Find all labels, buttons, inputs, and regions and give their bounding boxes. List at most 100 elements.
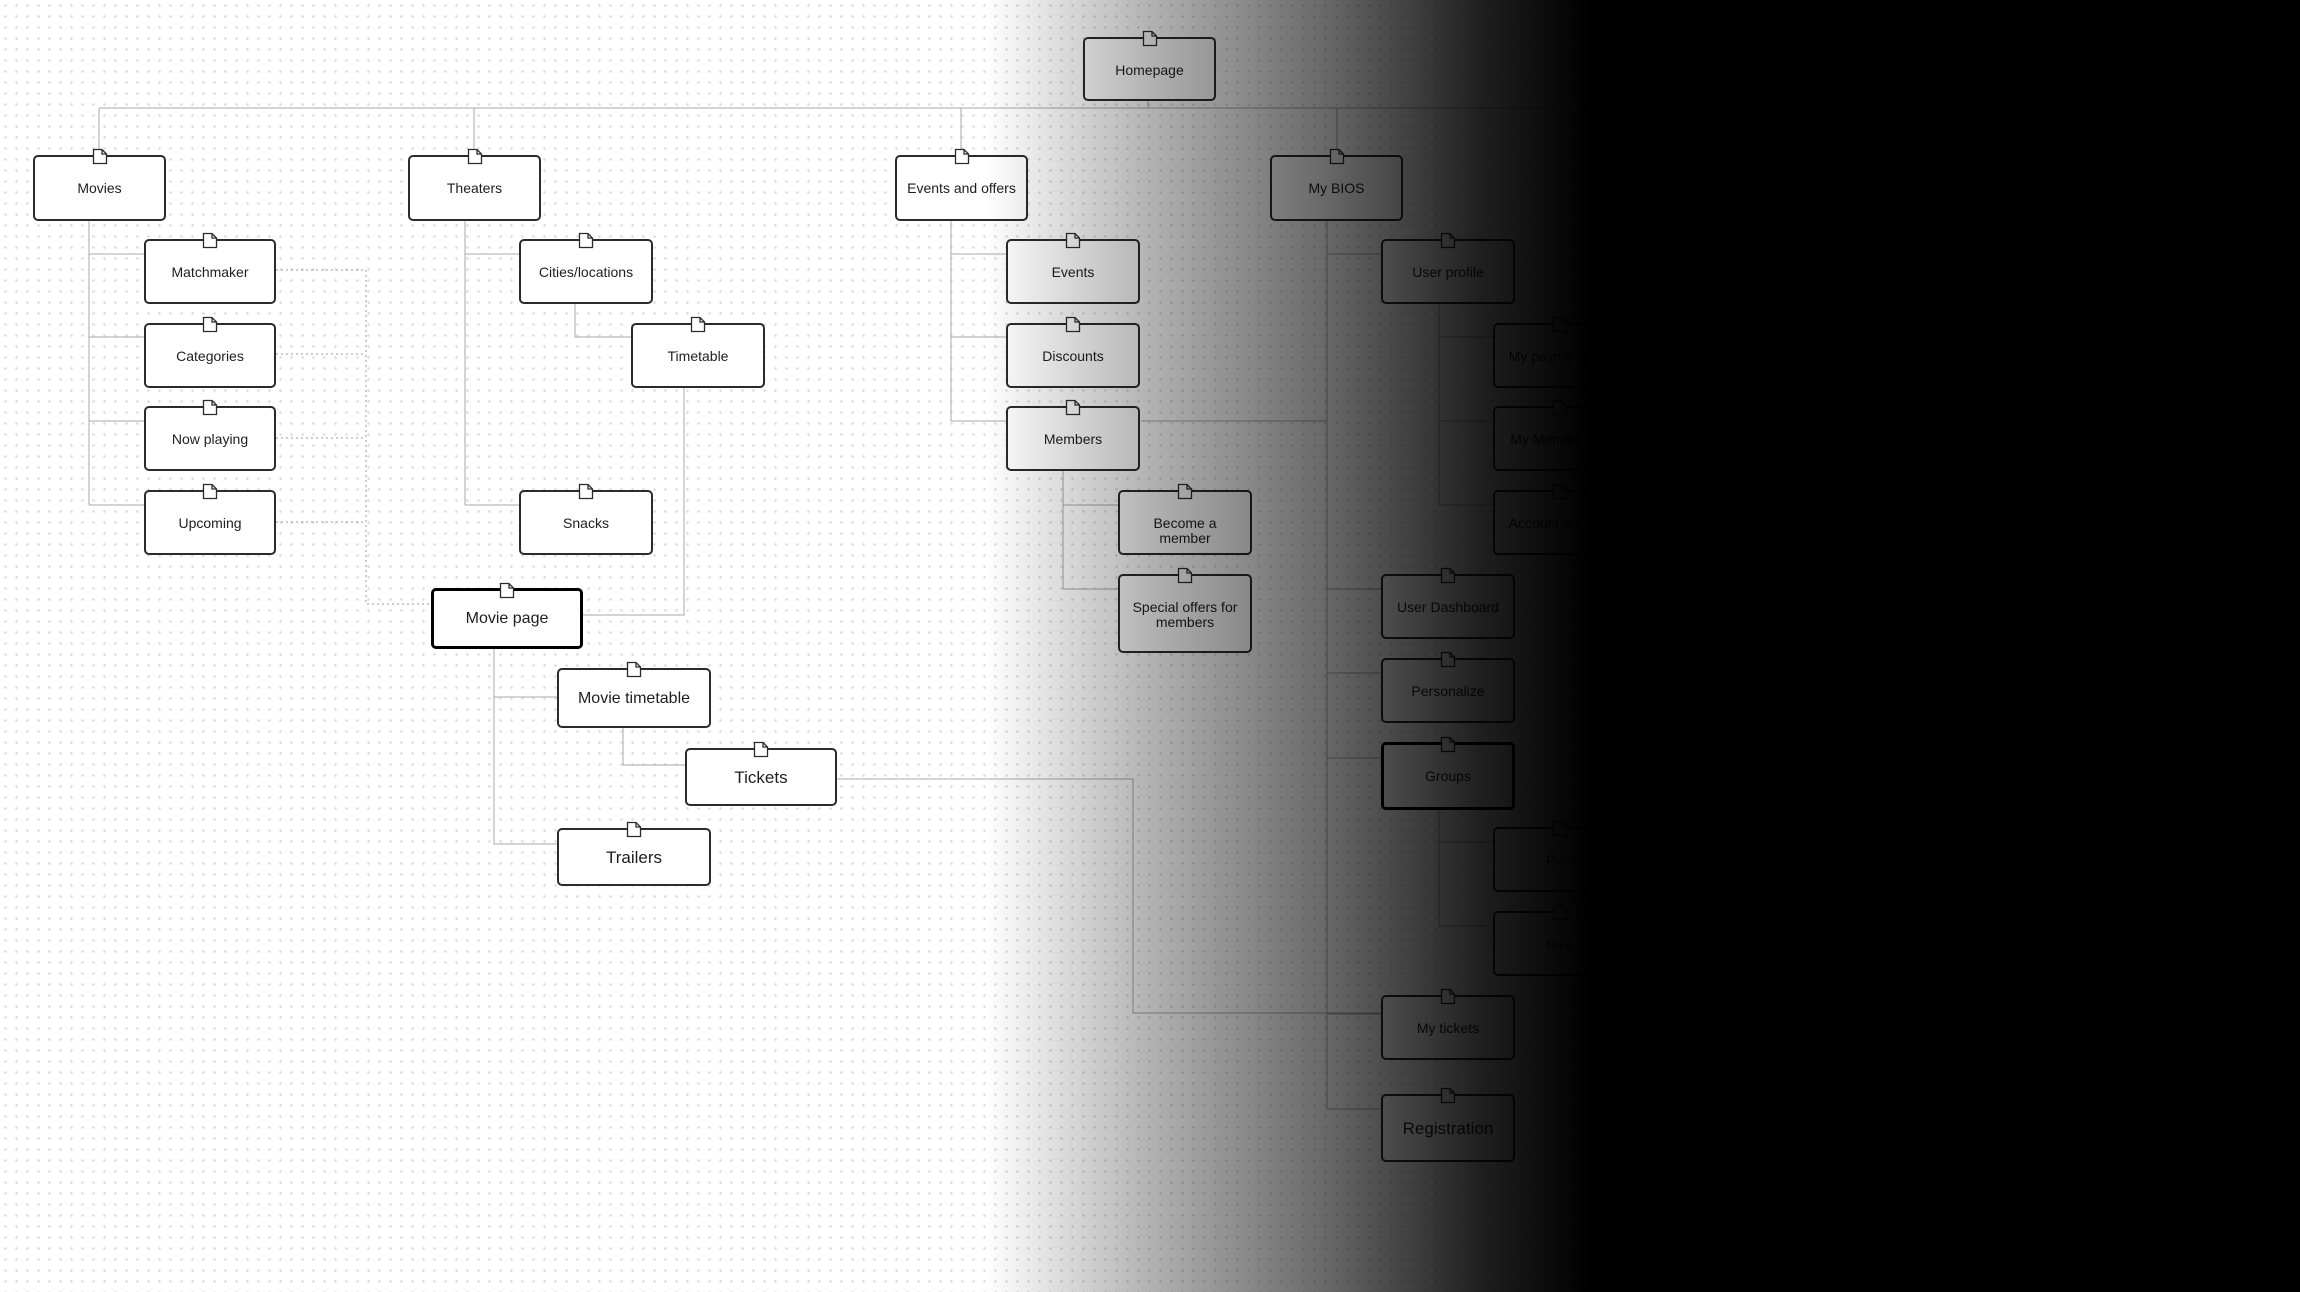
node-info-section[interactable]: Info (hosted) <box>1646 148 1779 221</box>
node-homepage[interactable]: Homepage <box>1083 30 1216 101</box>
page-icon <box>1552 820 1568 837</box>
node-label: New <box>1545 936 1574 952</box>
page-icon <box>753 741 769 758</box>
page-icon <box>1065 232 1081 249</box>
page-icon <box>202 316 218 333</box>
node-label: Theaters <box>446 180 503 196</box>
page-icon <box>1816 567 1832 584</box>
page-icon <box>202 232 218 249</box>
node-trailers[interactable]: Trailers <box>557 821 711 886</box>
node-become-a-member[interactable]: Become a member <box>1118 483 1252 555</box>
page-icon <box>1065 399 1081 416</box>
page-icon <box>626 821 642 838</box>
page-icon <box>1552 399 1568 416</box>
page-icon <box>1552 904 1568 921</box>
node-cities-locations[interactable]: Cities/locations <box>519 232 653 304</box>
node-matchmaker[interactable]: Matchmaker <box>144 232 276 304</box>
node-label: Movie page <box>465 610 549 627</box>
node-movie-page[interactable]: Movie page <box>431 582 583 649</box>
node-label: Homepage <box>1115 62 1184 78</box>
node-snacks[interactable]: Snacks <box>519 483 653 555</box>
node-label: Movie timetable <box>577 689 691 707</box>
page-icon <box>1552 483 1568 500</box>
page-icon <box>499 582 515 599</box>
page-icon <box>1440 1087 1456 1104</box>
page-icon <box>202 483 218 500</box>
node-registration[interactable]: Registration <box>1381 1087 1515 1162</box>
node-info-child-4[interactable] <box>1757 483 1891 555</box>
node-label: Info (hosted) <box>1673 180 1752 196</box>
page-icon <box>1440 567 1456 584</box>
page-icon <box>1440 988 1456 1005</box>
node-tickets[interactable]: Tickets <box>685 741 837 806</box>
node-my-membership[interactable]: My Membership <box>1493 399 1627 471</box>
page-icon <box>1329 148 1345 165</box>
node-my-bios[interactable]: My BIOS <box>1270 148 1403 221</box>
node-label: User Dashboard <box>1397 599 1499 615</box>
node-events-and-offers[interactable]: Events and offers <box>895 148 1028 221</box>
node-events[interactable]: Events <box>1006 232 1140 304</box>
node-user-profile[interactable]: User profile <box>1381 232 1515 304</box>
page-icon <box>1177 483 1193 500</box>
page-icon <box>1552 316 1568 333</box>
node-plan[interactable]: Plan <box>1493 820 1627 892</box>
node-label: Become a member <box>1153 515 1217 546</box>
page-icon <box>578 232 594 249</box>
node-label: My tickets <box>1416 1020 1480 1036</box>
node-my-tickets[interactable]: My tickets <box>1381 988 1515 1060</box>
node-label: Trailers <box>605 847 663 867</box>
node-info-child-5[interactable] <box>1757 567 1891 639</box>
node-categories[interactable]: Categories <box>144 316 276 388</box>
node-label: Categories <box>176 348 244 364</box>
node-label: My BIOS <box>1308 180 1365 196</box>
node-label: Snacks <box>563 515 609 531</box>
node-label: Events <box>1051 264 1095 280</box>
node-groups[interactable]: Groups <box>1381 736 1515 810</box>
node-info-child-2[interactable] <box>1870 316 2004 388</box>
node-my-payment-info[interactable]: My payment info <box>1493 316 1627 388</box>
page-icon <box>1440 736 1456 753</box>
node-info-child-1[interactable] <box>1757 232 1891 304</box>
node-theaters[interactable]: Theaters <box>408 148 541 221</box>
page-icon <box>690 316 706 333</box>
node-label: My Membership <box>1510 431 1610 447</box>
node-label: Tickets <box>734 767 788 787</box>
node-upcoming[interactable]: Upcoming <box>144 483 276 555</box>
node-label: Now playing <box>171 431 249 447</box>
page-icon <box>1929 316 1945 333</box>
page-icon <box>1142 30 1158 47</box>
node-movies[interactable]: Movies <box>33 148 166 221</box>
node-account-settings[interactable]: Account settings <box>1493 483 1627 555</box>
node-now-playing[interactable]: Now playing <box>144 399 276 471</box>
node-members[interactable]: Members <box>1006 399 1140 471</box>
page-icon <box>92 148 108 165</box>
page-icon <box>954 148 970 165</box>
node-special-offers-for-members[interactable]: Special offers for members <box>1118 567 1252 653</box>
page-icon <box>1177 567 1193 584</box>
page-icon <box>1705 148 1721 165</box>
node-label: Matchmaker <box>171 264 249 280</box>
node-discounts[interactable]: Discounts <box>1006 316 1140 388</box>
node-label: My payment info <box>1508 348 1612 364</box>
node-label: Account settings <box>1508 515 1612 531</box>
page-icon <box>1816 232 1832 249</box>
page-icon <box>467 148 483 165</box>
node-label: Registration <box>1402 1118 1494 1138</box>
node-label: Special offers for members <box>1132 599 1238 630</box>
node-info-child-3[interactable] <box>1870 399 2004 471</box>
node-new[interactable]: New <box>1493 904 1627 976</box>
node-personalize[interactable]: Personalize <box>1381 651 1515 723</box>
node-timetable[interactable]: Timetable <box>631 316 765 388</box>
node-label: Cities/locations <box>538 264 634 280</box>
page-icon <box>626 661 642 678</box>
node-label: Plan <box>1545 852 1575 868</box>
page-icon <box>1440 651 1456 668</box>
node-label: Timetable <box>667 348 729 364</box>
node-label: Groups <box>1425 768 1471 784</box>
node-movie-timetable[interactable]: Movie timetable <box>557 661 711 728</box>
page-icon <box>1929 399 1945 416</box>
node-label: Movies <box>77 180 122 196</box>
page-icon <box>1816 483 1832 500</box>
node-user-dashboard[interactable]: User Dashboard <box>1381 567 1515 639</box>
